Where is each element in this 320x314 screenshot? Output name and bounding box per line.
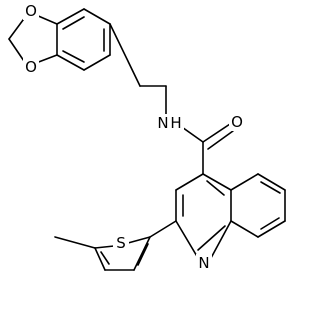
o-top-bg [23, 2, 39, 20]
methyl-bond [54, 236, 96, 249]
qbenz-bond-2 [257, 173, 286, 191]
benzo-bond-3 [83, 8, 111, 25]
thio-double-1 [100, 251, 110, 265]
qbenz-double-2 [260, 217, 280, 230]
pyr-double-2 [206, 180, 225, 196]
bond-layer [8, 8, 286, 271]
nh-bg [154, 114, 184, 132]
biaryl-bond [149, 220, 177, 238]
amide-h: H [170, 114, 181, 132]
quinoline-n: N [198, 254, 209, 272]
s-bg [113, 234, 129, 252]
o-top-aryl-bond [35, 14, 58, 25]
o-bottom-aryl-bond [35, 54, 58, 64]
thio-bond-1 [127, 236, 151, 244]
pyr-bond-3 [175, 220, 199, 259]
pyr-bond-1 [175, 173, 204, 191]
molecule-drawing: O O N H O S N [8, 2, 286, 272]
benzo-bond-5 [83, 54, 111, 71]
qbenz-double-3 [197, 225, 226, 251]
amide-n: N [157, 114, 168, 132]
benzo-bond-6 [56, 54, 85, 71]
qbenz-bond-4 [257, 220, 286, 238]
benzo-double-1 [62, 16, 85, 30]
benzo-double-3 [62, 50, 85, 63]
atom-label-layer: O O N H O S N [23, 2, 245, 272]
pyr-bond-4 [210, 220, 232, 259]
carbonyl-o: O [231, 113, 243, 131]
o-bottom-bg [23, 58, 39, 76]
benzyl-bond [109, 23, 141, 87]
thio-bond-5 [133, 236, 151, 271]
thio-bond-2 [94, 245, 115, 249]
c-o-bond-2 [207, 130, 234, 150]
structure-canvas: O O N H O S N [8, 2, 286, 272]
c-o-bond-1 [202, 123, 231, 143]
qbenz-bond-1 [230, 173, 259, 191]
carbonyl-o-bg [229, 113, 245, 131]
thio-bond-3 [94, 247, 106, 271]
benzo-bond-2 [56, 8, 85, 25]
qbenz-double-1 [260, 181, 281, 194]
thiophene-s: S [116, 234, 126, 252]
quinoline-n-bg [196, 254, 212, 272]
pyr-bond-6 [202, 173, 232, 191]
methylenedioxy-o-top: O [25, 2, 37, 20]
thio-double-2 [137, 243, 149, 266]
qbenz-bond-5 [230, 220, 259, 238]
methylenedioxy-o-bottom: O [25, 58, 37, 76]
